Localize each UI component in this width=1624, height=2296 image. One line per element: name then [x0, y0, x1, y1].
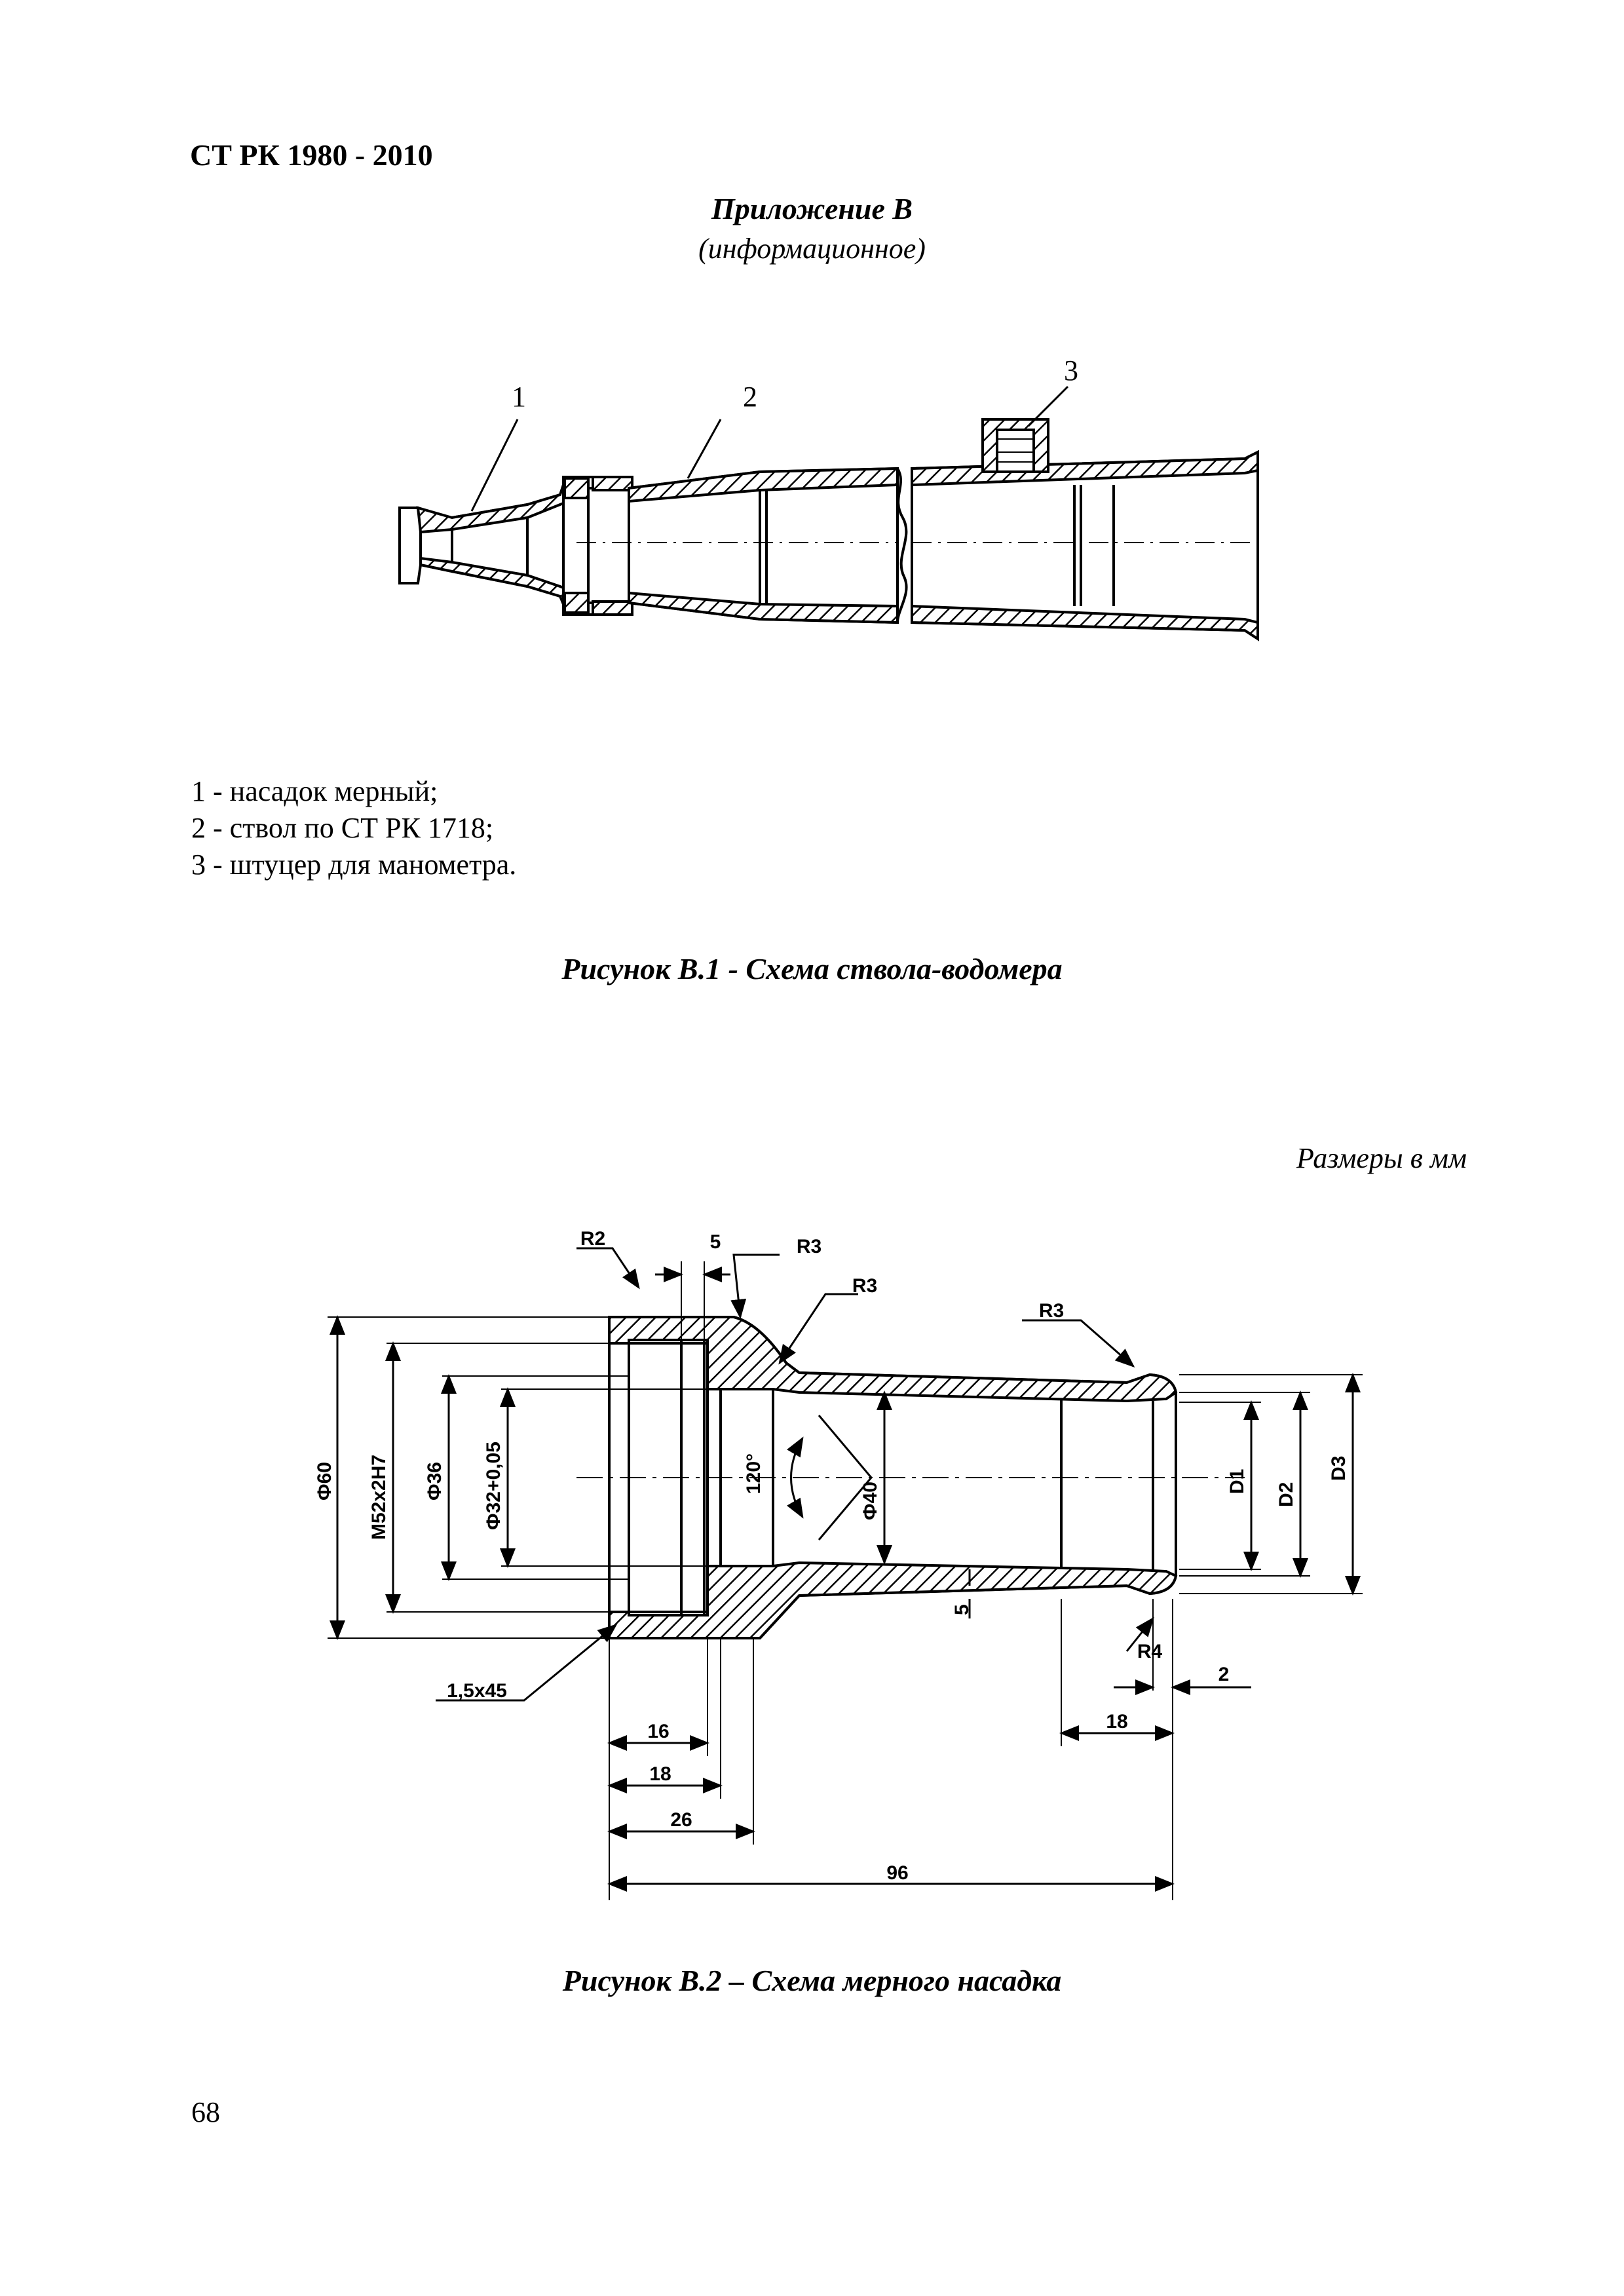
label-phi36: Ф36 — [424, 1462, 445, 1501]
label-r3-a: R3 — [797, 1236, 821, 1257]
label-r3-b: R3 — [852, 1275, 877, 1297]
label-16: 16 — [647, 1721, 669, 1742]
page-number: 68 — [191, 2096, 220, 2128]
callout-3: 3 — [1064, 354, 1078, 387]
label-26: 26 — [670, 1809, 692, 1831]
label-2: 2 — [1218, 1664, 1230, 1685]
label-phi32: Ф32+0,05 — [483, 1442, 504, 1530]
figure2-caption: Рисунок В.2 – Схема мерного насадка — [562, 1964, 1062, 1997]
figure-b2-drawing — [328, 1247, 1363, 1900]
label-r3-c: R3 — [1039, 1300, 1064, 1322]
label-d2: D2 — [1275, 1482, 1297, 1507]
label-r2: R2 — [580, 1228, 605, 1250]
appendix-title: Приложение В — [711, 192, 913, 225]
label-18-left: 18 — [649, 1763, 671, 1785]
legend-item: 2 - ствол по СТ РК 1718; — [191, 812, 494, 844]
callout-2: 2 — [743, 381, 757, 413]
legend-item: 1 - насадок мерный; — [191, 775, 438, 807]
document-code: СТ РК 1980 - 2010 — [190, 138, 433, 172]
appendix-type: (информационное) — [698, 233, 926, 265]
label-phi40: Ф40 — [859, 1482, 881, 1520]
label-5-mid: 5 — [951, 1604, 973, 1615]
figure1-caption: Рисунок В.1 - Схема ствола-водомера — [561, 952, 1063, 985]
label-18-right: 18 — [1106, 1711, 1127, 1732]
figure-b1-drawing — [398, 385, 1259, 641]
figure1-legend: 1 - насадок мерный; 2 - ствол по СТ РК 1… — [191, 773, 516, 883]
label-angle-120: 120° — [743, 1453, 765, 1494]
label-r4: R4 — [1137, 1641, 1163, 1662]
legend-item: 3 - штуцер для манометра. — [191, 849, 517, 881]
label-96: 96 — [886, 1862, 908, 1884]
label-phi60: Ф60 — [314, 1462, 335, 1501]
label-chamfer: 1,5х45 — [447, 1680, 507, 1702]
label-d3: D3 — [1328, 1456, 1350, 1481]
units-note: Размеры в мм — [1296, 1142, 1467, 1174]
label-5-top: 5 — [710, 1231, 721, 1253]
label-d1: D1 — [1226, 1469, 1248, 1494]
label-m52: М52х2Н7 — [368, 1455, 390, 1540]
callout-1: 1 — [512, 381, 526, 413]
